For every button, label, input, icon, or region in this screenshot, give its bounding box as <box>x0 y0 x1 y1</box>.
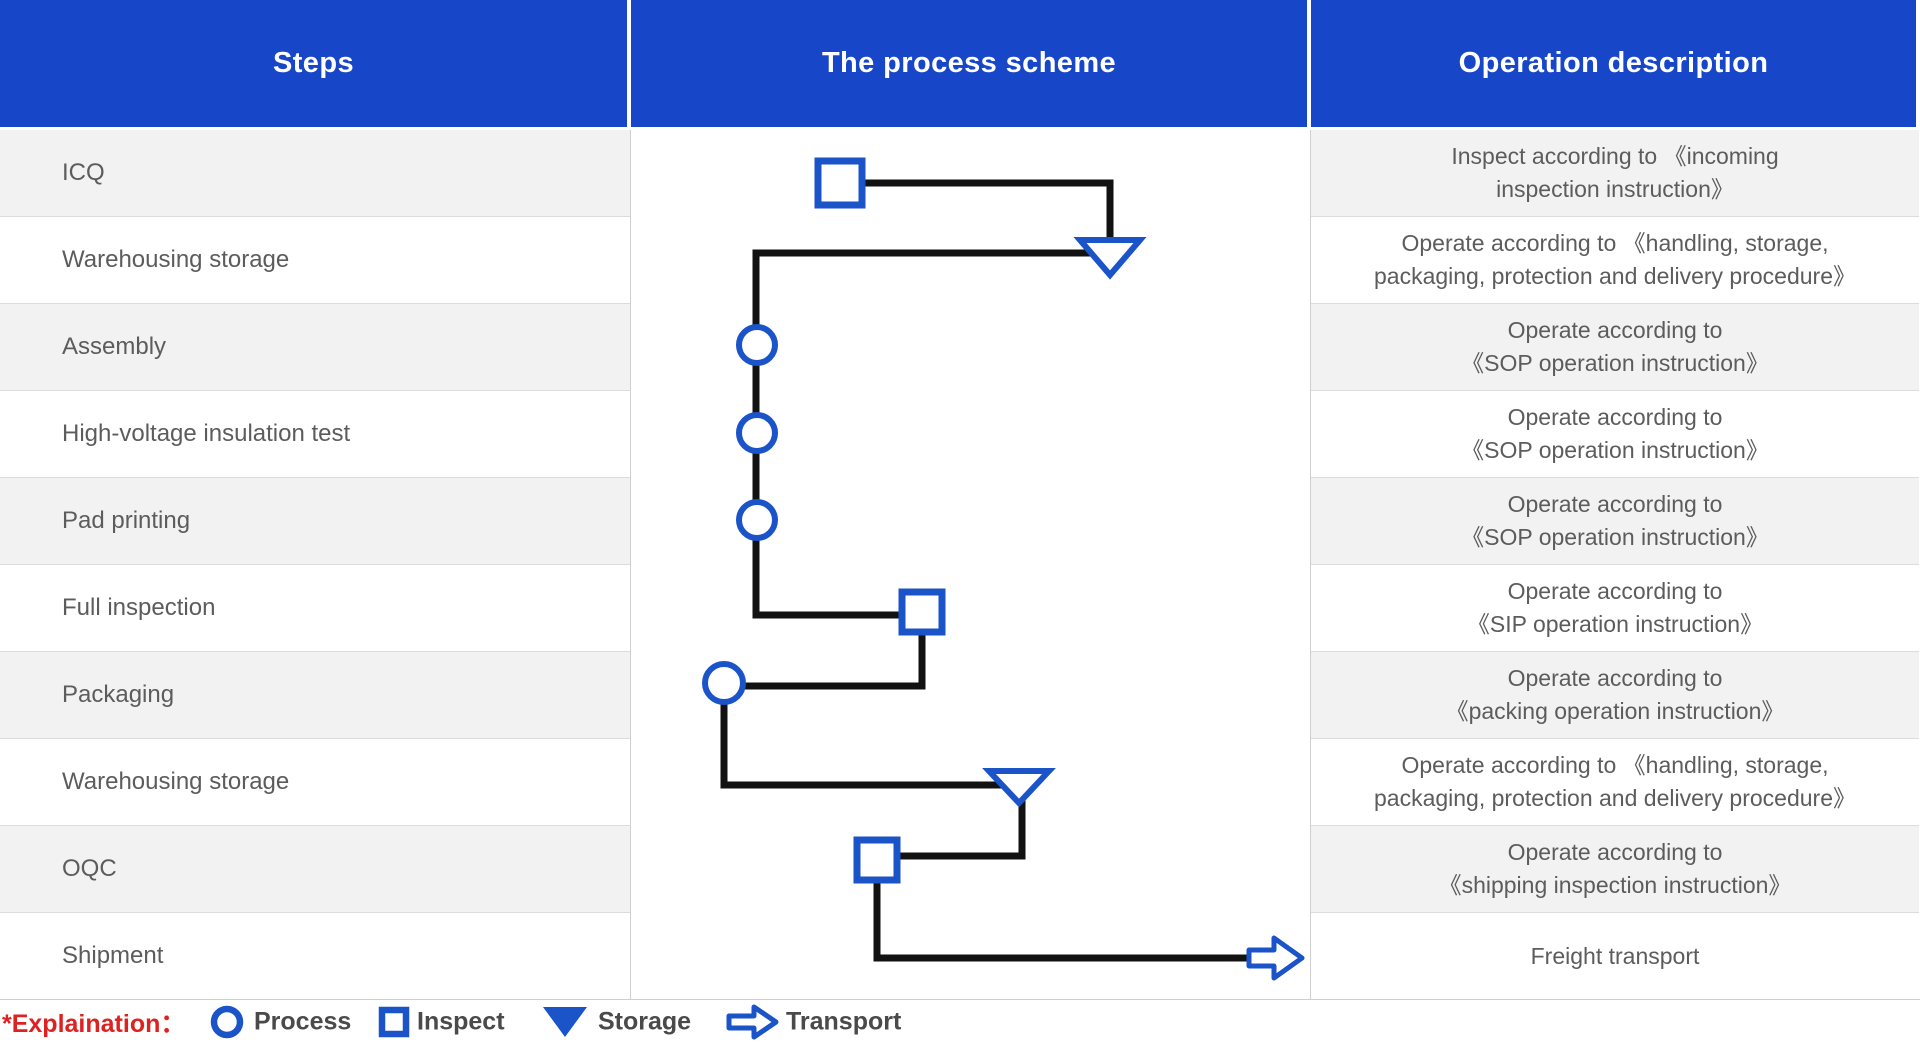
description-row: Operate according to 《SOP operation inst… <box>1311 304 1919 391</box>
inspect-square-icon-full-inspection <box>898 588 946 636</box>
description-row: Operate according to 《handling, storage,… <box>1311 217 1919 304</box>
inspect-square-icon-icq <box>814 157 866 209</box>
legend-label-inspect: Inspect <box>417 1007 505 1036</box>
process-flow-diagram <box>702 157 1305 981</box>
step-row-warehousing-1: Warehousing storage <box>0 217 630 304</box>
description-row: Freight transport <box>1311 913 1919 999</box>
flow-connector <box>720 699 1019 789</box>
steps-column: ICQ Warehousing storage Assembly High-vo… <box>0 130 631 999</box>
storage-triangle-icon <box>543 1007 587 1037</box>
description-row: Operate according to 《SOP operation inst… <box>1311 478 1919 565</box>
step-row-pad-printing: Pad printing <box>0 478 630 565</box>
description-text: Operate according to 《packing operation … <box>1445 665 1785 724</box>
description-row: Operate according to 《shipping inspectio… <box>1311 826 1919 913</box>
step-row-full-inspection: Full inspection <box>0 565 630 652</box>
description-column: Inspect according to 《incoming inspectio… <box>1311 130 1919 999</box>
step-row-assembly: Assembly <box>0 304 630 391</box>
process-circle-icon <box>210 1005 244 1039</box>
flow-connectors <box>720 179 1254 962</box>
transport-arrow-icon-shipment <box>1246 935 1305 981</box>
inspect-square-icon <box>378 1006 410 1038</box>
step-row-warehousing-2: Warehousing storage <box>0 739 630 826</box>
flow-connector <box>740 629 926 690</box>
legend-title: *Explaination： <box>2 1010 186 1038</box>
description-text: Operate according to 《SIP operation inst… <box>1466 578 1764 637</box>
description-text: Operate according to 《handling, storage,… <box>1373 230 1856 289</box>
legend-label-transport: Transport <box>786 1007 902 1036</box>
step-row-oqc: OQC <box>0 826 630 913</box>
table-body: ICQ Warehousing storage Assembly High-vo… <box>0 127 1920 1000</box>
step-row-shipment: Shipment <box>0 913 630 999</box>
flow-symbols <box>702 157 1305 981</box>
description-text: Operate according to 《SOP operation inst… <box>1461 491 1769 550</box>
description-row: Operate according to 《packing operation … <box>1311 652 1919 739</box>
description-text: Operate according to 《SOP operation inst… <box>1461 404 1769 463</box>
table-header: Steps The process scheme Operation descr… <box>0 0 1920 127</box>
description-row: Operate according to 《SIP operation inst… <box>1311 565 1919 652</box>
description-text: Freight transport <box>1530 942 1700 969</box>
process-circle-icon-packaging <box>702 661 746 705</box>
step-row-packaging: Packaging <box>0 652 630 739</box>
flow-connector <box>858 179 1114 253</box>
header-cell-description: Operation description <box>1311 0 1916 127</box>
flow-connector <box>873 877 1254 962</box>
step-row-high-voltage: High-voltage insulation test <box>0 391 630 478</box>
header-cell-scheme: The process scheme <box>631 0 1311 127</box>
process-circle-icon-assembly <box>736 324 778 366</box>
header-cell-steps: Steps <box>0 0 631 127</box>
inspect-square-icon-oqc <box>853 836 901 884</box>
description-text: Operate according to 《handling, storage,… <box>1373 752 1856 811</box>
flow-connector <box>752 249 1110 619</box>
storage-triangle-icon-warehousing-1 <box>1073 237 1147 280</box>
legend-label-storage: Storage <box>598 1007 692 1036</box>
process-circle-icon-pad-printing <box>736 499 778 541</box>
description-row: Inspect according to 《incoming inspectio… <box>1311 130 1919 217</box>
description-text: Operate according to 《SOP operation inst… <box>1461 317 1769 376</box>
description-row: Operate according to 《handling, storage,… <box>1311 739 1919 826</box>
description-text: Inspect according to 《incoming inspectio… <box>1451 143 1779 202</box>
flow-connector <box>894 799 1026 860</box>
description-text: Operate according to 《shipping inspectio… <box>1438 839 1792 898</box>
storage-triangle-icon-warehousing-2 <box>982 768 1056 808</box>
transport-arrow-icon <box>726 1004 779 1040</box>
process-circle-icon-high-voltage <box>736 412 778 454</box>
description-row: Operate according to 《SOP operation inst… <box>1311 391 1919 478</box>
legend-bar: *Explaination： Process Inspect Storage T… <box>0 1000 1920 1044</box>
process-scheme-column <box>631 130 1311 999</box>
step-row-icq: ICQ <box>0 130 630 217</box>
legend-label-process: Process <box>254 1007 352 1036</box>
